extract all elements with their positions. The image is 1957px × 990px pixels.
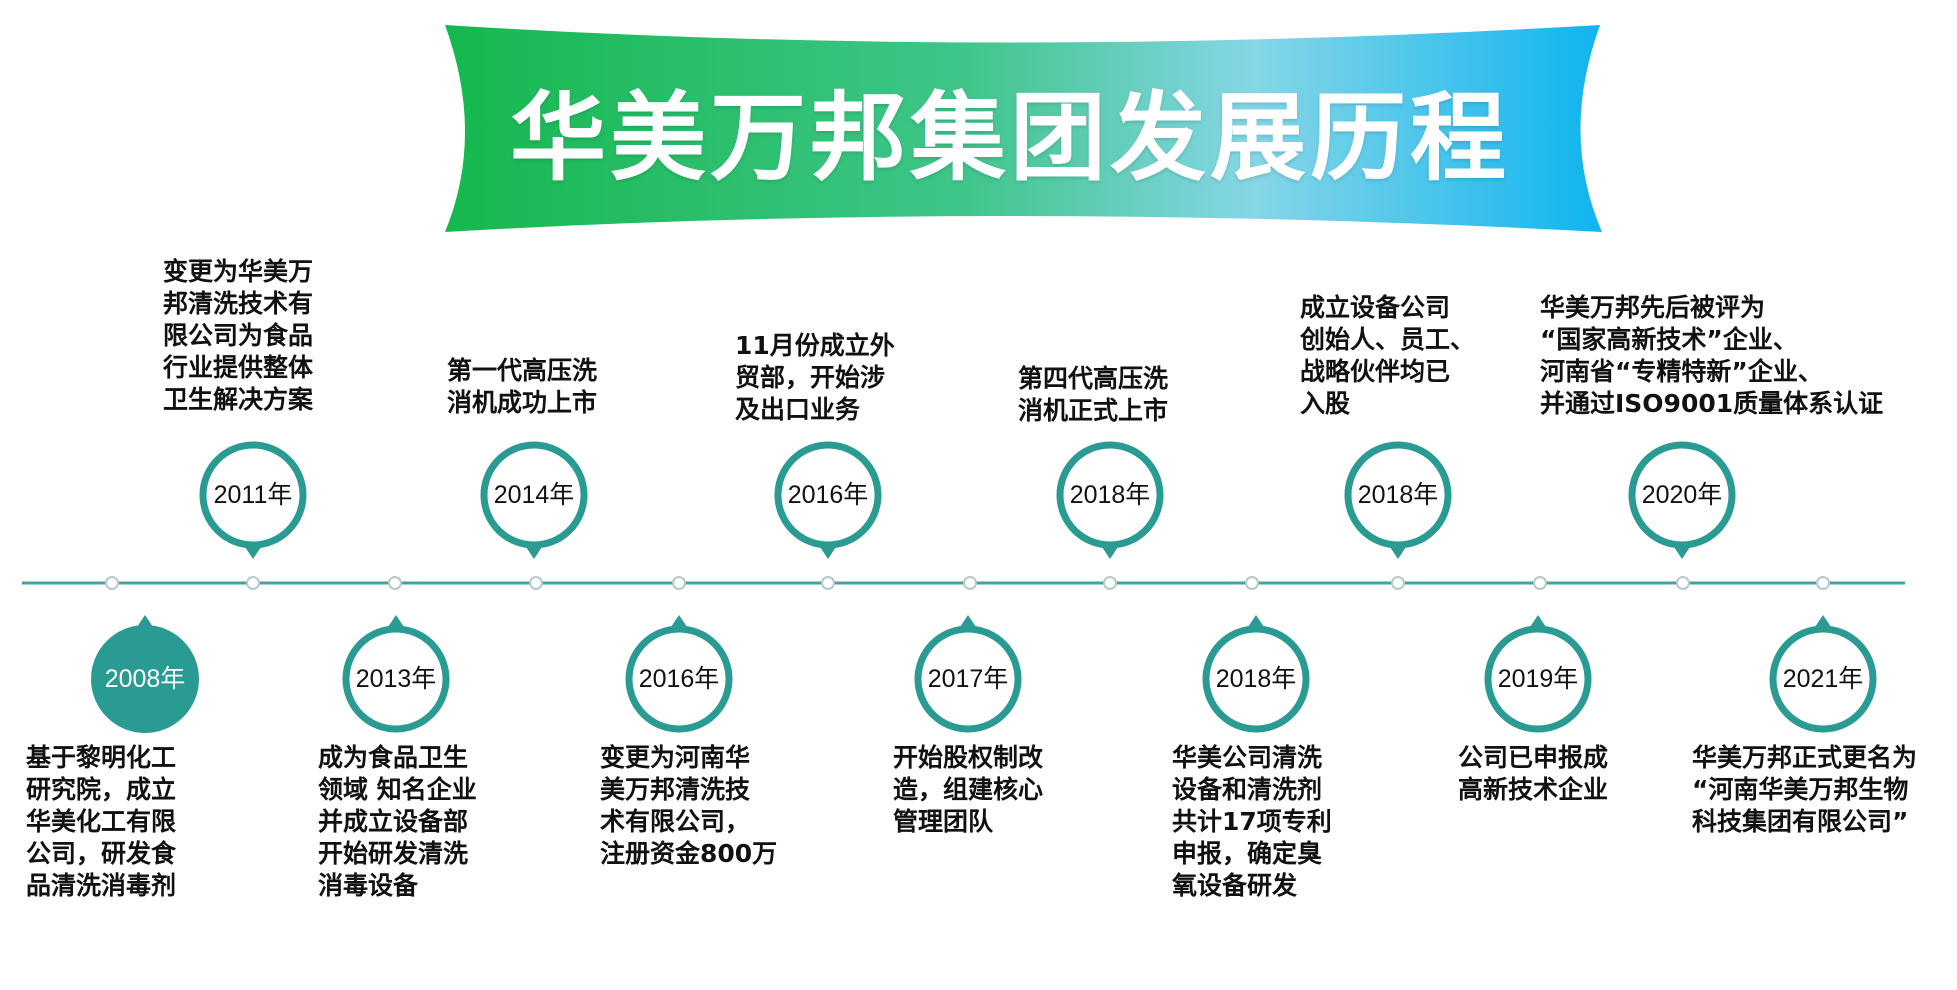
- year-label: 2013年: [355, 665, 437, 693]
- title-banner: [445, 25, 1602, 232]
- year-marker: [91, 625, 199, 733]
- event-description: 公司已申报成 高新技术企业: [1458, 743, 1609, 804]
- year-label: 2011年: [213, 481, 293, 509]
- year-marker: [1202, 625, 1310, 733]
- event-description: 第四代高压洗 消机正式上市: [1018, 364, 1169, 425]
- event-description: 变更为华美万 邦清洗技术有 限公司为食品 行业提供整体 卫生解决方案: [163, 257, 314, 414]
- year-label: 2020年: [1641, 481, 1723, 509]
- year-label: 2021年: [1782, 665, 1864, 693]
- axis-dot: [1391, 576, 1405, 590]
- event-description: 华美公司清洗 设备和清洗剂 共计17项专利 申报，确定臭 氧设备研发: [1172, 743, 1332, 900]
- year-label: 2018年: [1357, 481, 1439, 509]
- timeline-event-1: [91, 576, 199, 733]
- axis-dot: [1533, 576, 1547, 590]
- timeline-event-2: [199, 441, 307, 590]
- banner-shape: [445, 25, 1602, 232]
- year-marker: [625, 625, 733, 733]
- event-description: 华美万邦正式更名为 “河南华美万邦生物 科技集团有限公司”: [1692, 743, 1918, 836]
- timeline-event-13: [1769, 576, 1877, 733]
- timeline-event-4: [480, 441, 588, 590]
- year-label: 2017年: [927, 665, 1009, 693]
- year-marker: [1344, 441, 1452, 549]
- timeline-event-10: [1344, 441, 1452, 590]
- axis-dot: [672, 576, 686, 590]
- event-description: 基于黎明化工 研究院，成立 华美化工有限 公司，研发食 品清洗消毒剂: [26, 743, 177, 900]
- timeline-event-7: [914, 576, 1022, 733]
- year-marker: [480, 441, 588, 549]
- year-label: 2016年: [638, 665, 720, 693]
- year-marker: [199, 441, 307, 549]
- event-description: 变更为河南华 美万邦清洗技 术有限公司， 注册资金800万: [600, 743, 778, 868]
- axis-dot: [388, 576, 402, 590]
- event-description: 成立设备公司 创始人、员工、 战略伙伴均已 入股: [1300, 293, 1476, 418]
- year-label: 2018年: [1215, 665, 1297, 693]
- timeline-event-5: [625, 576, 733, 733]
- page-title: 华美万邦集团发展历程: [510, 81, 1510, 194]
- year-label: 2016年: [787, 481, 869, 509]
- timeline-event-8: [1056, 441, 1164, 590]
- timeline-event-6: [774, 441, 882, 590]
- axis-dot: [821, 576, 835, 590]
- axis-dot: [963, 576, 977, 590]
- year-marker: [342, 625, 450, 733]
- timeline-event-12: [1628, 441, 1736, 590]
- event-description: 成为食品卫生 领域 知名企业 并成立设备部 开始研发清洗 消毒设备: [318, 743, 477, 900]
- year-label: 2019年: [1497, 665, 1579, 693]
- year-label: 2014年: [493, 481, 575, 509]
- timeline-event-11: [1484, 576, 1592, 733]
- event-description: 华美万邦先后被评为 “国家高新技术”企业、 河南省“专精特新”企业、 并通过IS…: [1540, 293, 1884, 418]
- year-label: 2008年: [104, 665, 186, 693]
- year-marker: [914, 625, 1022, 733]
- event-description: 第一代高压洗 消机成功上市: [447, 356, 598, 417]
- axis-dot: [1245, 576, 1259, 590]
- event-description: 开始股权制改 造，组建核心 管理团队: [893, 743, 1044, 836]
- year-marker: [1628, 441, 1736, 549]
- year-marker: [1769, 625, 1877, 733]
- timeline-event-9: [1202, 576, 1310, 733]
- axis-dot: [1103, 576, 1117, 590]
- year-marker: [774, 441, 882, 549]
- year-marker: [1484, 625, 1592, 733]
- axis-dot: [105, 576, 119, 590]
- axis-dot: [1676, 576, 1690, 590]
- axis-dot: [529, 576, 543, 590]
- timeline-event-3: [342, 576, 450, 733]
- year-marker: [1056, 441, 1164, 549]
- year-label: 2018年: [1069, 481, 1151, 509]
- axis-dot: [246, 576, 260, 590]
- event-description: 11月份成立外 贸部，开始涉 及出口业务: [735, 331, 895, 424]
- axis-dot: [1816, 576, 1830, 590]
